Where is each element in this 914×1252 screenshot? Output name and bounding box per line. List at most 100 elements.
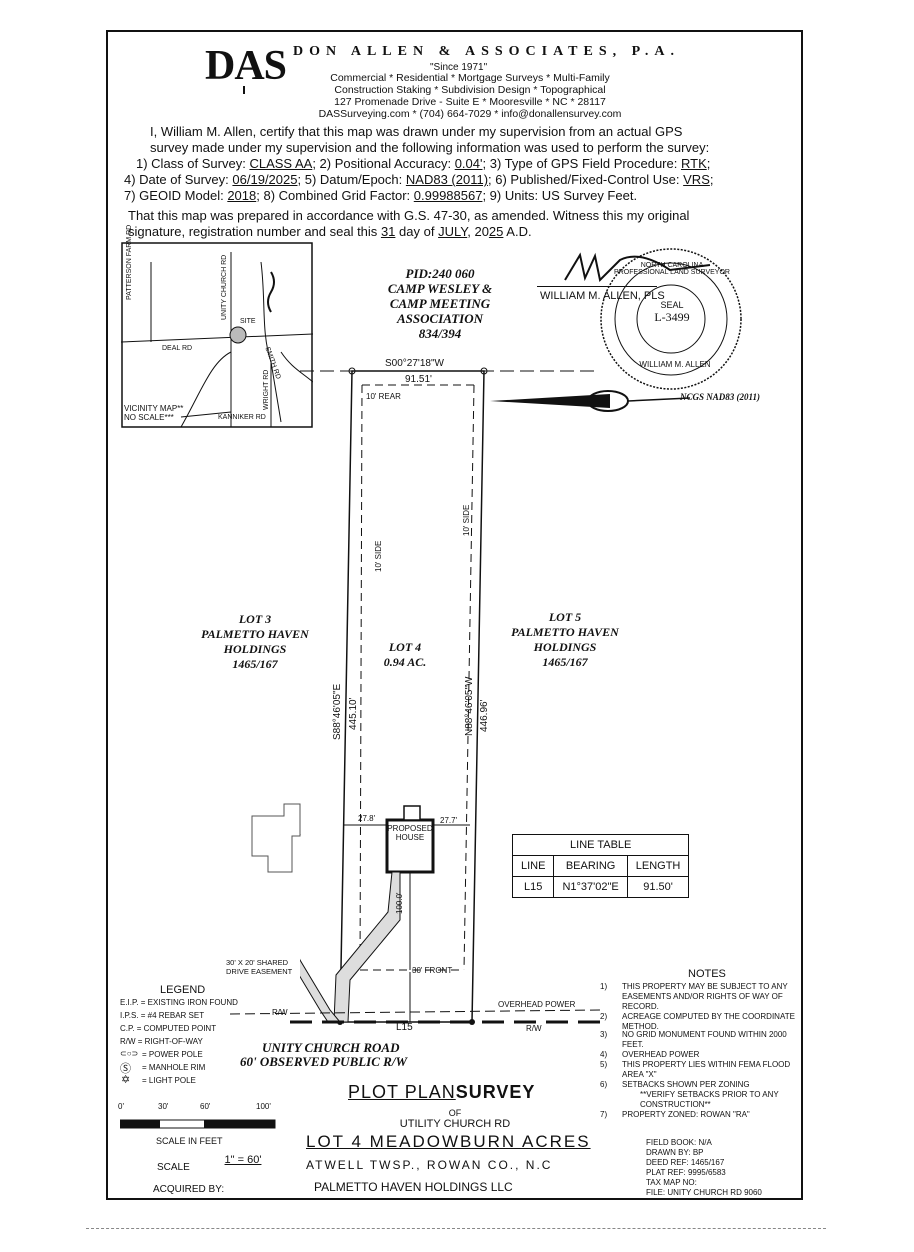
dim-100: 100.0' <box>395 892 404 914</box>
legend-title: LEGEND <box>160 984 206 996</box>
neighbor-house <box>251 803 301 873</box>
company-contact: DASSurveying.com * (704) 664-7029 * info… <box>318 108 622 120</box>
surveyor-name: WILLIAM M. ALLEN, PLS <box>540 290 665 302</box>
date-of-survey: 06/19/2025 <box>232 172 298 187</box>
note-item: 4)OVERHEAD POWER <box>600 1050 700 1059</box>
note-item: 3)NO GRID MONUMENT FOUND WITHIN 2000 FEE… <box>600 1030 787 1049</box>
scale-tick: 60' <box>200 1102 211 1111</box>
front-setback: 30' FRONT <box>412 966 453 975</box>
lot-drawing <box>300 367 600 1025</box>
cert-month: JULY <box>438 224 468 239</box>
company-name: DON ALLEN & ASSOCIATES, P.A. <box>293 44 681 59</box>
dim-right-house: 27.7' <box>440 816 458 825</box>
road-row: 60' OBSERVED PUBLIC R/W <box>240 1054 408 1069</box>
cert-line-6: That this map was prepared in accordance… <box>128 208 690 223</box>
rw-label-right: R/W <box>526 1024 542 1033</box>
title-street: UTILITY CHURCH RD <box>399 1118 511 1130</box>
page-edge <box>86 1228 826 1229</box>
seal-text: NORTH CAROLINA PROFESSIONAL LAND SURVEYO… <box>614 262 730 276</box>
dim-left-house: 27.8' <box>358 814 376 823</box>
line-table-title: LINE TABLE <box>511 834 690 856</box>
scale-tick: 30' <box>158 1102 169 1111</box>
legend-item: C.P. = COMPUTED POINT <box>120 1024 217 1033</box>
cert-day: 31 <box>380 224 396 239</box>
line-l15-label: L15 <box>396 1022 413 1033</box>
file-info: FIELD BOOK: N/A <box>646 1138 712 1147</box>
ncgs-label: NCGS NAD83 (2011) <box>680 392 761 402</box>
line-table-header: LINE <box>511 855 555 877</box>
cert-line-1: I, William M. Allen, certify that this m… <box>150 124 683 139</box>
file-info: DEED REF: 1465/167 <box>646 1158 725 1167</box>
title-lot: LOT 4 MEADOWBURN ACRES <box>306 1132 591 1151</box>
seal-word: SEAL <box>660 300 684 310</box>
file-info: PLAT REF: 9995/6583 <box>646 1168 726 1177</box>
cert-year: 25 <box>488 224 504 239</box>
grid-factor: 0.99988567 <box>413 188 483 203</box>
north-arrow <box>490 390 690 412</box>
rear-setback: 10' REAR <box>366 392 401 401</box>
positional-accuracy: 0.04' <box>454 156 483 171</box>
site-label: SITE <box>240 318 256 325</box>
file-info: FILE: UNITY CHURCH RD 9060 <box>646 1188 762 1197</box>
title-of: OF <box>448 1108 462 1118</box>
notes-title: NOTES <box>688 968 726 980</box>
acquired-by-label: ACQUIRED BY: <box>153 1184 225 1195</box>
title-owner: PALMETTO HAVEN HOLDINGS LLC <box>314 1180 513 1194</box>
line-table-cell: 91.50' <box>626 876 690 898</box>
road-patterson: PATTERSON FARM RD <box>126 224 133 300</box>
note-item: 5)THIS PROPERTY LIES WITHIN FEMA FLOOD A… <box>600 1060 791 1079</box>
road-deal: DEAL RD <box>162 345 193 352</box>
since-text: "Since 1971" <box>430 62 488 73</box>
vicinity-label: VICINITY MAP** <box>124 404 184 413</box>
scale-tick: 100' <box>256 1102 271 1111</box>
road-wright: WRIGHT RD <box>263 369 270 410</box>
road-unity-church: UNITY CHURCH RD <box>221 254 228 320</box>
manhole-icon: Ⓢ <box>120 1063 131 1075</box>
legend-item: = POWER POLE <box>142 1050 203 1059</box>
note-item: 7)PROPERTY ZONED: ROWAN "RA" <box>600 1110 750 1119</box>
cert-line-7: signature, registration number and seal … <box>128 224 532 239</box>
line-table-cell: N1°37'02"E <box>553 876 628 898</box>
datum-epoch: NAD83 (2011) <box>405 172 489 187</box>
company-logo: DAS <box>205 43 287 89</box>
line-table-header: BEARING <box>553 855 628 877</box>
file-info: TAX MAP NO: <box>646 1178 697 1187</box>
line-table: LINE TABLE LINE BEARING LENGTH L15 N1°37… <box>511 834 690 898</box>
legend-item: = LIGHT POLE <box>142 1076 196 1085</box>
control-use: VRS <box>683 172 710 187</box>
surveyor-seal <box>600 248 742 390</box>
line-table-header: LENGTH <box>626 855 690 877</box>
legend-item: = MANHOLE RIM <box>142 1063 206 1072</box>
services-line-2: Construction Staking * Subdivision Desig… <box>334 84 606 96</box>
note-item: 2)ACREAGE COMPUTED BY THE COORDINATE MET… <box>600 1012 795 1031</box>
note-item: 6)SETBACKS SHOWN PER ZONING <box>600 1080 750 1089</box>
light-pole-icon: ✡ <box>121 1074 131 1086</box>
overhead-power-label: OVERHEAD POWER <box>498 1000 576 1009</box>
scale-value: 1" = 60' <box>224 1154 262 1166</box>
signature <box>564 252 711 283</box>
vicinity-map <box>121 242 313 428</box>
title-block-heading: PLOT PLANSURVEY <box>348 1082 536 1102</box>
legend-item: I.P.S. = #4 REBAR SET <box>120 1011 205 1020</box>
signature-line <box>537 286 657 287</box>
road-name: UNITY CHURCH ROAD <box>262 1040 400 1055</box>
cert-line-3: 1) Class of Survey: CLASS AA; 2) Positio… <box>136 156 711 171</box>
scale-in-feet: SCALE IN FEET <box>156 1136 223 1146</box>
north-bearing: S00°27'18"W <box>385 358 444 369</box>
east-bearing: N88°46'05"W <box>464 676 475 737</box>
scale-tick: 0' <box>118 1102 124 1111</box>
power-pole-icon: ⊂○⊃ <box>120 1049 139 1058</box>
legend-item: E.I.P. = EXISTING IRON FOUND <box>120 998 238 1007</box>
line-table-cell: L15 <box>511 876 555 898</box>
seal-name: WILLIAM M. ALLEN <box>639 360 711 369</box>
rw-label-left: R/W <box>272 1008 288 1017</box>
road-right-of-way <box>230 1009 600 1024</box>
class-of-survey: CLASS AA <box>249 156 313 171</box>
note-item: 1)THIS PROPERTY MAY BE SUBJECT TO ANY EA… <box>600 982 788 1011</box>
gps-procedure: RTK <box>680 156 707 171</box>
